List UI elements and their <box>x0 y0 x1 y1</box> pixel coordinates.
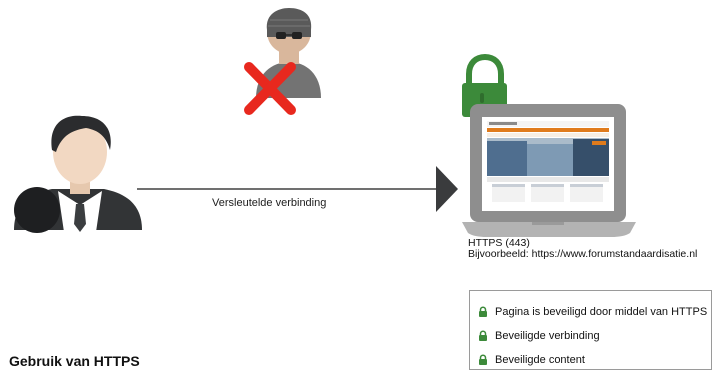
server-info: HTTPS (443) Bijvoorbeeld: https://www.fo… <box>468 238 697 260</box>
security-features-box: Pagina is beveiligd door middel van HTTP… <box>469 290 712 370</box>
server-protocol: HTTPS (443) <box>468 237 530 249</box>
feature-item: Beveiligde verbinding <box>477 324 711 348</box>
small-lock-icon <box>479 306 487 317</box>
connection-arrow <box>137 166 458 212</box>
user-icon <box>14 115 142 233</box>
connection-label: Versleutelde verbinding <box>212 197 327 209</box>
small-lock-icon <box>479 354 487 365</box>
feature-label: Pagina is beveiligd door middel van HTTP… <box>495 306 708 318</box>
feature-label: Beveiligde verbinding <box>495 330 600 342</box>
laptop-icon <box>462 104 636 237</box>
server-example-url: Bijvoorbeeld: https://www.forumstandaard… <box>468 248 698 260</box>
blocked-x-icon <box>244 62 296 115</box>
feature-item: Pagina is beveiligd door middel van HTTP… <box>477 300 711 324</box>
section-title: Gebruik van HTTPS <box>9 353 140 369</box>
small-lock-icon <box>479 330 487 341</box>
feature-item: Beveiligde content <box>477 348 711 372</box>
feature-label: Beveiligde content <box>495 354 585 366</box>
